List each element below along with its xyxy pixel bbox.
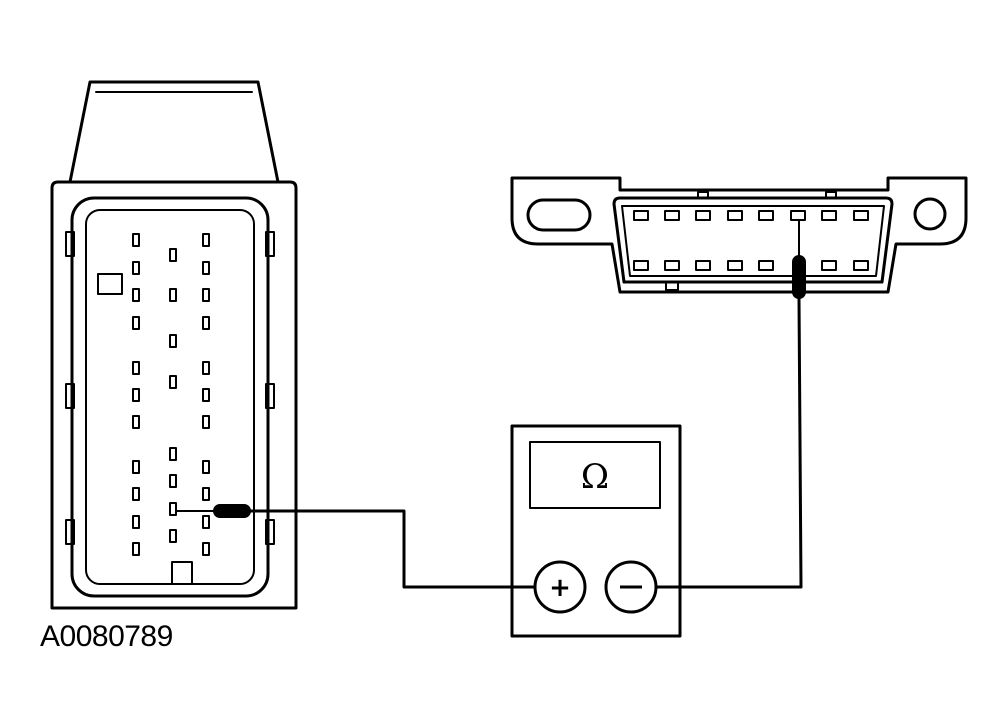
- pin-column-right: [202, 233, 210, 556]
- connector-rim: [70, 196, 270, 598]
- ohmmeter: [510, 424, 682, 638]
- dlc-housing-inner: [621, 205, 885, 277]
- connector-key: [97, 273, 123, 295]
- negative-lead-wire: [656, 296, 803, 589]
- connector-cavity: [85, 209, 255, 585]
- connector-body: [50, 180, 298, 610]
- positive-terminal: [533, 560, 587, 614]
- connector-lug: [265, 383, 275, 409]
- meter-body: [510, 424, 682, 638]
- connector-lug: [65, 519, 75, 545]
- connector-lug: [265, 231, 275, 257]
- dlc-test-pin: [790, 210, 806, 221]
- pin-column-left: [132, 233, 140, 556]
- connector-latch: [68, 80, 280, 184]
- positive-lead-wire: [248, 509, 536, 589]
- figure-id: A0080789: [40, 620, 173, 653]
- connector-lug: [65, 383, 75, 409]
- dlc-pins-top: [633, 210, 869, 221]
- dlc-tab: [665, 281, 679, 291]
- connector-lug: [65, 231, 75, 257]
- dlc-flange: [510, 176, 968, 294]
- connector-key: [171, 561, 193, 585]
- dlc-tab: [825, 191, 837, 199]
- connector-lug: [265, 519, 275, 545]
- dlc-tab: [697, 191, 709, 199]
- positive-probe: [175, 504, 251, 518]
- negative-probe: [792, 219, 806, 299]
- module-connector: [50, 80, 298, 610]
- mounting-slot: [526, 198, 592, 232]
- mounting-hole: [913, 197, 947, 231]
- test-pin: [169, 502, 177, 516]
- dlc-housing: [612, 196, 894, 284]
- meter-display-symbol: Ω: [581, 457, 609, 497]
- dlc-pins-bottom: [633, 260, 869, 271]
- meter-display: [529, 441, 661, 509]
- negative-terminal: [604, 560, 658, 614]
- pin-column-middle: [169, 248, 177, 543]
- data-link-connector: [510, 176, 968, 299]
- positive-terminal-label: +: [549, 573, 571, 603]
